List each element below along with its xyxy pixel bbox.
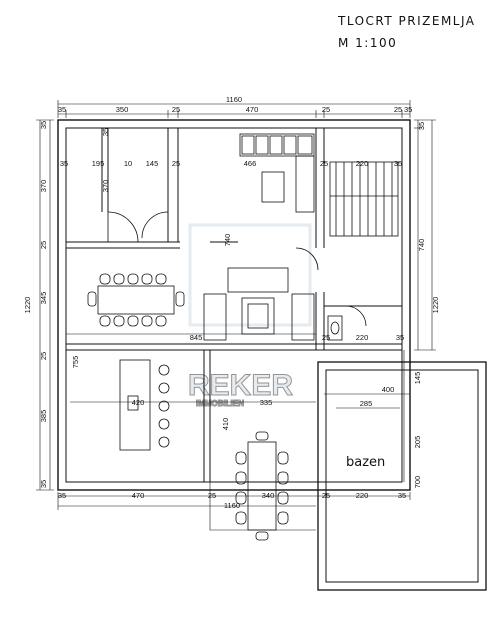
- dim-row2-3: 10: [124, 159, 132, 168]
- dim-bottom-4: 340: [262, 491, 275, 500]
- sofa-center: [203, 267, 315, 341]
- dim-top-2: 350: [116, 105, 129, 114]
- dim-top-total: 1160: [226, 95, 242, 104]
- dim-top-5: 25: [322, 105, 330, 114]
- dim-mid-2: 25: [322, 333, 330, 342]
- dim-row2-5: 25: [172, 159, 180, 168]
- dim-left-total: 1220: [23, 297, 32, 314]
- dim-bottom-7: 35: [398, 491, 406, 500]
- plan-title: TLOCRT PRIZEMLJA: [338, 14, 476, 28]
- dim-inner-2: 35: [101, 128, 110, 136]
- dim-row2-4: 145: [146, 159, 159, 168]
- dim-top-1: 35: [58, 105, 66, 114]
- dim-mid-9: 700: [413, 476, 422, 489]
- dim-bottom-1: 35: [58, 491, 66, 500]
- interior-walls: [66, 128, 402, 482]
- dim-inner-3: 740: [223, 234, 232, 247]
- dim-mid-3: 220: [356, 333, 369, 342]
- dim-mid-6: 145: [413, 372, 422, 385]
- dim-mid-4: 35: [396, 333, 404, 342]
- pool-label: bazen: [346, 455, 385, 470]
- dim-left-4: 345: [39, 292, 48, 305]
- dim-mid-8: 205: [413, 436, 422, 449]
- kitchen-island: [119, 359, 170, 451]
- dimension-labels: 1160 35 350 25 470 25 25 35 35 195 10 14…: [23, 95, 440, 510]
- dim-bottom-5: 25: [322, 491, 330, 500]
- dim-row2-2: 195: [92, 159, 105, 168]
- dimension-lines: [36, 100, 436, 510]
- dim-inner-5: 410: [221, 418, 230, 431]
- doors: [107, 211, 367, 327]
- dim-left-7: 35: [39, 480, 48, 488]
- plan-scale: M 1:100: [338, 36, 398, 50]
- toilet: [327, 315, 343, 341]
- dim-inner-1: 370: [101, 180, 110, 193]
- outer-walls: [57, 119, 411, 491]
- terrace-table: [235, 431, 289, 541]
- dim-mid-5: 400: [382, 385, 395, 394]
- dim-row2-9: 35: [394, 159, 402, 168]
- dim-bottom-6: 220: [356, 491, 369, 500]
- sofa-top: [239, 133, 315, 213]
- watermark-subtext: IMMOBILIEN: [196, 399, 244, 408]
- dim-row2-6: 466: [244, 159, 257, 168]
- dim-left-2: 370: [39, 180, 48, 193]
- dining-table: [87, 273, 185, 327]
- dim-left-3: 25: [39, 241, 48, 249]
- dim-top-6: 25: [394, 105, 402, 114]
- dim-bottom-2: 470: [132, 491, 145, 500]
- dim-row2-8: 220: [356, 159, 369, 168]
- dim-mid-7: 285: [360, 399, 373, 408]
- dim-top-7: 35: [404, 105, 412, 114]
- dim-right-1: 35: [417, 122, 426, 130]
- dim-top-4: 470: [246, 105, 259, 114]
- dim-left-1: 35: [39, 121, 48, 129]
- dim-left-6: 385: [39, 410, 48, 423]
- dim-row2-7: 25: [320, 159, 328, 168]
- terrace-outline: [209, 482, 316, 531]
- dim-mid-10: 420: [132, 398, 145, 407]
- dim-left-5: 25: [39, 352, 48, 360]
- pool: [317, 361, 487, 591]
- dim-row2-1: 35: [60, 159, 68, 168]
- dim-mid-11: 335: [260, 398, 273, 407]
- dim-inner-4: 755: [71, 356, 80, 369]
- dim-top-3: 25: [172, 105, 180, 114]
- dim-bottom-3: 25: [208, 491, 216, 500]
- watermark-text: REKER: [188, 369, 293, 402]
- dim-right-total: 1220: [431, 297, 440, 314]
- dim-right-2: 740: [417, 239, 426, 252]
- staircase: [329, 161, 399, 237]
- dim-mid-1: 845: [190, 333, 203, 342]
- dim-bottom-total: 1160: [224, 501, 240, 510]
- watermark: REKER IMMOBILIEN: [188, 223, 312, 409]
